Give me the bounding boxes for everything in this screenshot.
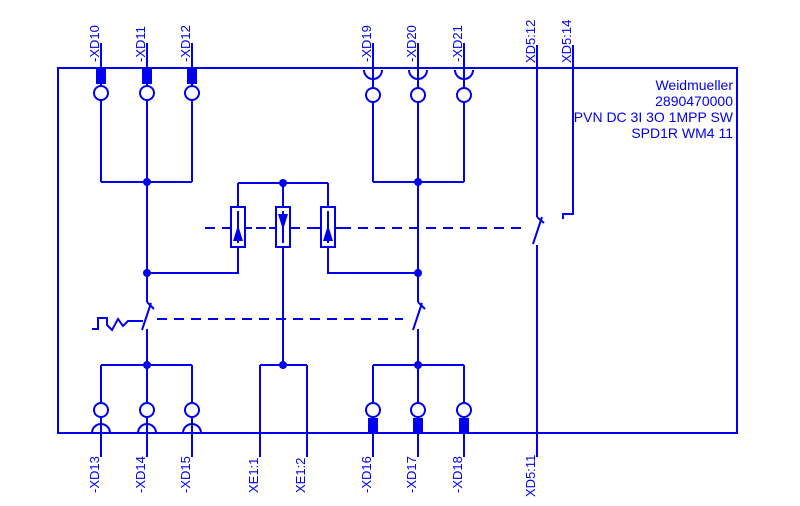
terminal-xd19 xyxy=(363,69,383,103)
junction-dot xyxy=(279,361,287,369)
plug-pin-circle xyxy=(410,87,426,103)
terminal-label-xd5-12: XD5:12 xyxy=(523,20,538,63)
terminal-xd18 xyxy=(456,402,472,433)
arrester-left-bottom-lead xyxy=(147,247,239,274)
socket-arc xyxy=(363,69,383,80)
wire-xd5-14-contact xyxy=(562,45,574,219)
arrester-arrow-down-icon xyxy=(278,214,288,230)
junction-dot xyxy=(143,361,151,369)
mechanical-linkage xyxy=(157,227,528,320)
terminal-xd14 xyxy=(137,402,157,434)
title-product-name: PVN DC 3I 3O 1MPP SW xyxy=(574,109,734,125)
remote-signal-changeover-contact xyxy=(532,216,545,245)
terminal-symbols xyxy=(91,69,474,434)
blade-contact xyxy=(459,418,469,433)
terminal-label-xd12: -XD12 xyxy=(178,25,193,62)
plug-pin-circle xyxy=(365,87,381,103)
terminal-label-xd21: -XD21 xyxy=(450,25,465,62)
junction-dot xyxy=(143,269,151,277)
plug-pin-circle xyxy=(139,402,155,418)
surge-arrester-left xyxy=(230,206,246,248)
thermal-disconnect-switch-left xyxy=(92,301,155,332)
terminal-xd10 xyxy=(93,69,109,101)
blade-contact xyxy=(142,69,152,84)
terminal-label-xd5-14: XD5:14 xyxy=(559,20,574,63)
plug-pin-circle xyxy=(410,402,426,418)
junction-dot xyxy=(143,178,151,186)
terminal-xd20 xyxy=(408,69,428,103)
arrester-arrow-up-icon xyxy=(233,225,243,241)
surge-arrester-center xyxy=(275,206,291,248)
arrester-arrow-up-icon xyxy=(323,225,333,241)
junction-dot xyxy=(414,361,422,369)
switch-blade xyxy=(532,216,543,245)
terminal-label-xd10: -XD10 xyxy=(87,25,102,62)
title-block: Weidmueller 2890470000 PVN DC 3I 3O 1MPP… xyxy=(574,77,734,141)
plug-pin-circle xyxy=(365,402,381,418)
terminal-label-xe1-2: XE1:2 xyxy=(293,458,308,493)
blade-contact xyxy=(413,418,423,433)
title-product-type: SPD1R WM4 11 xyxy=(631,125,733,141)
disconnect-switches xyxy=(92,216,545,332)
terminal-label-xd15: -XD15 xyxy=(178,456,193,493)
blade-contact xyxy=(187,69,197,84)
socket-arc xyxy=(91,423,111,434)
device-outline-border xyxy=(57,67,738,434)
title-order-number: 2890470000 xyxy=(655,93,733,109)
plug-pin-circle xyxy=(93,402,109,418)
socket-arc xyxy=(137,423,157,434)
socket-arc xyxy=(408,69,428,80)
terminal-xd15 xyxy=(182,402,202,434)
terminal-label-xe1-1: XE1:1 xyxy=(246,458,261,493)
socket-arc xyxy=(182,423,202,434)
terminal-xd13 xyxy=(91,402,111,434)
blade-contact xyxy=(96,69,106,84)
junction-dot xyxy=(414,178,422,186)
plug-pin-circle xyxy=(456,402,472,418)
terminal-xd17 xyxy=(410,402,426,433)
terminal-xd21 xyxy=(454,69,474,103)
terminal-labels: -XD10 -XD11 -XD12 -XD19 -XD20 -XD21 XD5:… xyxy=(87,20,574,497)
terminal-label-xd18: -XD18 xyxy=(450,456,465,493)
terminal-xd12 xyxy=(184,69,200,101)
terminal-label-xd5-11: XD5:11 xyxy=(523,455,538,497)
blade-contact xyxy=(368,418,378,433)
terminal-label-xd11: -XD11 xyxy=(133,26,148,62)
switch-blade xyxy=(141,302,152,331)
junction-dot xyxy=(279,179,287,187)
surge-arrester-right xyxy=(320,206,336,248)
terminal-xd16 xyxy=(365,402,381,433)
terminal-label-xd13: -XD13 xyxy=(87,456,102,493)
terminal-label-xd14: -XD14 xyxy=(133,456,148,493)
terminal-label-xd16: -XD16 xyxy=(359,456,374,493)
disconnect-switch-right xyxy=(412,301,426,331)
plug-pin-circle xyxy=(184,85,200,101)
title-manufacturer: Weidmueller xyxy=(655,77,733,93)
plug-pin-circle xyxy=(456,87,472,103)
terminal-xd11 xyxy=(139,69,155,101)
wires xyxy=(100,43,574,457)
junction-dot xyxy=(414,269,422,277)
plug-pin-circle xyxy=(93,85,109,101)
socket-arc xyxy=(454,69,474,80)
plug-pin-circle xyxy=(139,85,155,101)
switch-blade xyxy=(412,302,423,331)
surge-arresters xyxy=(224,206,342,248)
terminal-label-xd19: -XD19 xyxy=(359,25,374,62)
thermal-trip-element xyxy=(92,317,143,332)
terminal-label-xd17: -XD17 xyxy=(404,456,419,493)
plug-pin-circle xyxy=(184,402,200,418)
arrester-right-bottom-lead xyxy=(327,247,418,274)
junction-dots xyxy=(143,178,422,369)
wires-xe1-drop xyxy=(259,365,308,457)
terminal-label-xd20: -XD20 xyxy=(404,25,419,62)
